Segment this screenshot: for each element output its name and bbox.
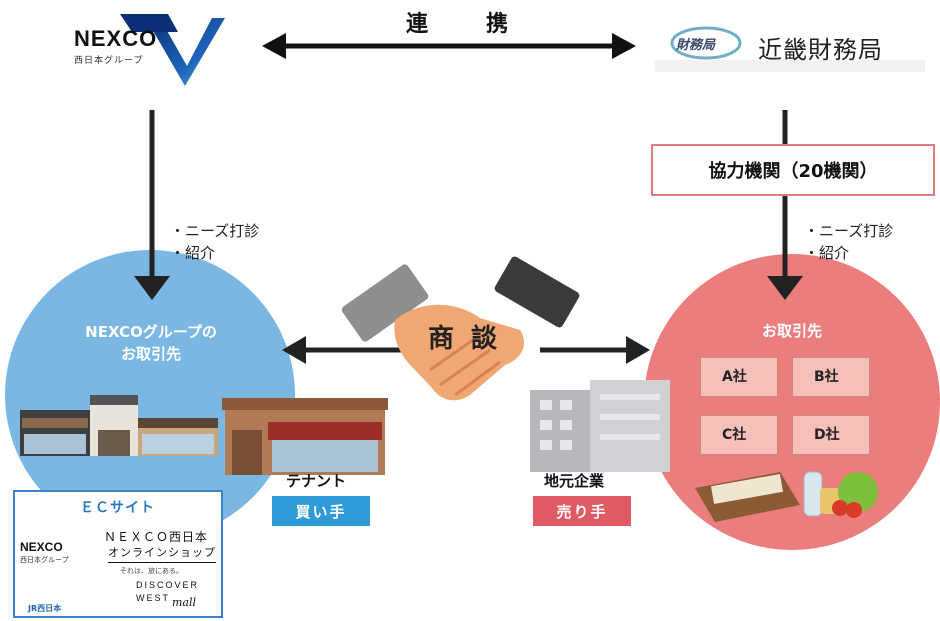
ec-site-box [13,490,223,618]
company-building-b [791,356,871,398]
zaimukyoku-emblem-text: 財務局 [676,38,716,53]
left-bullet-intro: ・紹介 [170,244,216,262]
company-a-label: A社 [722,369,747,385]
right-bullet-intro: ・紹介 [804,244,850,262]
discover-west-tagline: それは、旅にある。 [120,567,183,575]
kinki-zaimukyoku-name: 近畿財務局 [758,36,883,64]
right-down-arrow [767,196,803,300]
ec-site-title: ＥＣサイト [80,500,155,516]
company-building-a [699,356,779,398]
right-circle-title: お取引先 [761,322,822,340]
discover-west-line1: DISCOVER [136,580,200,590]
left-circle-title: NEXCOグループの お取引先 [66,321,236,365]
company-building-d [791,414,871,456]
left-down-arrow [134,110,170,300]
nexco-v-mark [120,14,225,86]
left-bullets: ・ニーズ打診 ・紹介 [170,220,259,264]
right-bullet-needs: ・ニーズ打診 [804,222,894,240]
nexco-stores-illustration [20,395,218,456]
ec-nexco-shop-line1: ＮＥＸＣＯ西日本 [104,530,209,544]
renkei-label: 連 携 [406,12,527,37]
discover-west-mall: mall [172,596,197,609]
negotiation-label: 商 談 [428,324,502,354]
jr-logo-text: JR [34,574,60,596]
tenant-label: テナント [286,472,347,490]
ec-nexco-logo-sub: 西日本グループ [20,556,69,564]
seller-badge: 売り手 [533,496,631,526]
handshake-icon [341,256,580,401]
ec-nexco-logo-text: NEXCO [20,540,63,554]
company-b-label: B社 [814,369,839,385]
local-company-building [530,380,670,472]
right-bullets: ・ニーズ打診 ・紹介 [804,220,893,264]
left-circle-title-line1: NEXCOグループの [85,323,217,341]
left-bullet-needs: ・ニーズ打診 [170,222,260,240]
company-d-label: D社 [814,427,840,443]
renkei-arrow [262,33,636,59]
local-company-label: 地元企業 [544,472,605,490]
buyer-badge: 買い手 [272,496,370,526]
products-illustration [695,471,878,522]
shodan-arrow-right [540,336,650,364]
tenant-building-illustration [222,398,388,475]
jr-logo-sub: JR西日本 [28,604,62,613]
ec-nexco-shop-line2: オンラインショップ [108,544,216,563]
left-circle-title-line2: お取引先 [120,345,181,363]
shodan-arrow-left [282,336,420,364]
discover-west-line2: WEST [136,593,170,603]
company-building-c [699,414,779,456]
cooperating-organizations-box: 協力機関（20機関） [651,144,935,196]
nexco-logo-subtitle: 西日本グループ [74,56,144,66]
nexco-logo-text: NEXCO [74,26,158,51]
company-c-label: C社 [722,427,747,443]
zaimukyoku-emblem [655,26,925,72]
left-circle [5,250,295,540]
